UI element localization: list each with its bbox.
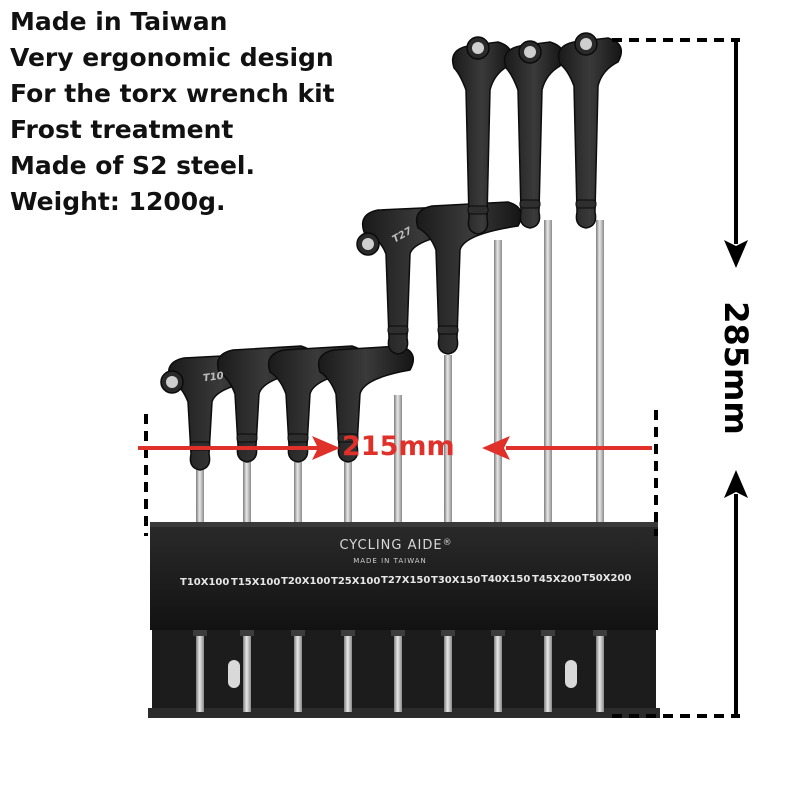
registered-mark: ® (442, 538, 453, 548)
width-arrow-left (138, 436, 340, 460)
mount-slot-right (565, 660, 577, 688)
holder-slot (291, 630, 305, 636)
handle-collar (337, 433, 359, 443)
wrench-tip (394, 630, 402, 712)
size-label-t20: T20X100 (281, 576, 331, 587)
size-label-t40: T40X150 (481, 574, 531, 585)
holder-brand: CYCLING AIDE® (296, 538, 496, 553)
wrench-shaft (494, 240, 502, 530)
spec-purpose: For the torx wrench kit (10, 79, 335, 108)
holder-slot (341, 630, 355, 636)
handle-collar (236, 433, 258, 443)
torx-bit-face (166, 376, 178, 388)
wrench-tip (544, 630, 552, 712)
holder-slot (593, 630, 607, 636)
size-label-t15: T15X100 (231, 577, 281, 588)
height-dimension-label: 285mm (717, 301, 755, 435)
wrench-tip (344, 630, 352, 712)
torx-bit-face (362, 238, 374, 250)
spec-treatment: Frost treatment (10, 115, 234, 144)
holder-back-plate (152, 628, 656, 714)
wrench-shaft (243, 462, 251, 530)
wrench-tip (596, 630, 604, 712)
wrench-shaft (444, 355, 452, 530)
holder-slot (240, 630, 254, 636)
handle-collar (287, 433, 309, 443)
spec-origin: Made in Taiwan (10, 7, 228, 36)
holder-base-ledge (148, 708, 660, 718)
width-dimension-label: 215mm (342, 431, 455, 462)
height-arrow-bottom (724, 470, 748, 714)
brand-name: CYCLING AIDE (339, 538, 443, 553)
holder-slot (193, 630, 207, 636)
holder-slot (491, 630, 505, 636)
spec-design: Very ergonomic design (10, 43, 334, 72)
holder-slot (391, 630, 405, 636)
wrench-handle (267, 345, 367, 463)
spec-weight: Weight: 1200g. (10, 187, 226, 216)
handle-collar (519, 199, 541, 209)
size-label-t30: T30X150 (431, 575, 481, 586)
torx-bit-face (524, 46, 536, 58)
holder-top-edge (150, 522, 658, 527)
wrench-shaft (344, 462, 352, 530)
wrench-tip (196, 630, 204, 712)
handle-collar (575, 199, 597, 209)
wrench-tip (243, 630, 251, 712)
size-label-t25: T25X100 (331, 576, 381, 587)
wrench-tip (444, 630, 452, 712)
handle-collar (387, 325, 409, 335)
size-label-t10: T10X100 (180, 577, 230, 588)
height-arrow-top (724, 42, 748, 268)
torx-bit-face (580, 38, 592, 50)
spec-material: Made of S2 steel. (10, 151, 255, 180)
holder-slot (441, 630, 455, 636)
size-label-t50: T50X200 (582, 573, 632, 584)
wrench-tip (494, 630, 502, 712)
spec-list: Made in Taiwan Very ergonomic design For… (10, 4, 335, 220)
holder-made-in: MADE IN TAIWAN (353, 557, 427, 565)
holder-front-face (150, 524, 658, 630)
holder-slot (541, 630, 555, 636)
size-label-t45: T45X200 (532, 574, 582, 585)
handle-collar (467, 205, 489, 215)
wrench-shaft (544, 220, 552, 530)
mount-slot-left (228, 660, 240, 688)
width-arrow-right (482, 436, 652, 460)
handle-collar (437, 325, 459, 335)
wrench-handle (216, 345, 316, 463)
wrench-shaft (196, 470, 204, 530)
wrench-shaft (294, 462, 302, 530)
wrench-tip (294, 630, 302, 712)
size-label-t27: T27X150 (381, 575, 431, 586)
wrench-shaft (394, 395, 402, 530)
wrench-handle (317, 345, 415, 463)
wrench-shaft (596, 220, 604, 530)
torx-bit-face (472, 42, 484, 54)
